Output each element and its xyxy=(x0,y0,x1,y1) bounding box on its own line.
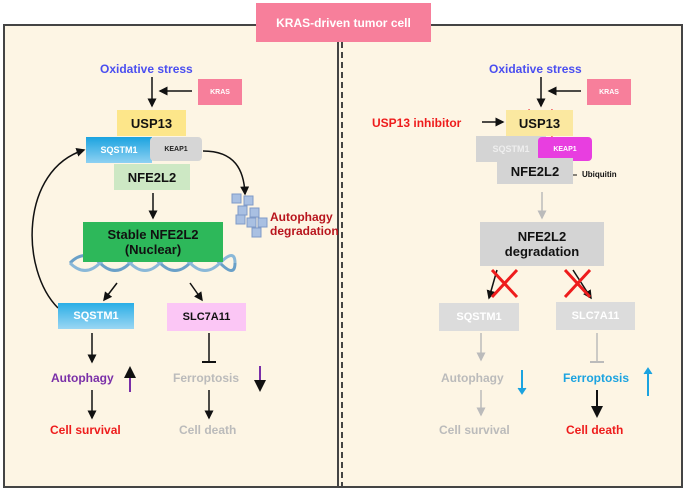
usp13-box: USP13 xyxy=(117,110,186,136)
autophagy-label: Autophagy xyxy=(51,371,114,385)
nfe2l2-box: NFE2L2 xyxy=(114,164,190,190)
keap1-box: KEAP1 xyxy=(150,137,202,161)
arrow xyxy=(202,150,250,196)
arrow xyxy=(189,282,203,302)
usp13-inhibitor-label: USP13 inhibitor xyxy=(372,116,462,130)
cell-death-label: Cell death xyxy=(566,423,624,437)
autophagy-blocks-icon xyxy=(231,193,268,238)
ferroptosis-label: Ferroptosis xyxy=(563,371,630,385)
slc7a11-box: SLC7A11 xyxy=(167,303,246,331)
cell-death-label: Cell death xyxy=(179,423,237,437)
nfe2l2-box: NFE2L2 xyxy=(497,158,573,184)
sqstm1-target-box: SQSTM1 xyxy=(439,303,519,331)
cell-survival-label: Cell survival xyxy=(50,423,121,437)
dna-helix-icon xyxy=(68,254,237,272)
oxidative-stress-label: Oxidative stress xyxy=(100,62,193,76)
nfe2l2-degradation-box: NFE2L2 degradation xyxy=(480,222,604,266)
stable-nfe2l2-box: Stable NFE2L2 (Nuclear) xyxy=(83,222,223,262)
degradation-label: degradation xyxy=(504,244,580,259)
autophagy-label: Autophagy xyxy=(441,371,504,385)
sqstm1-box: SQSTM1 xyxy=(86,137,152,163)
kras-box: KRAS xyxy=(198,79,242,105)
diagram-title: KRAS-driven tumor cell xyxy=(256,3,431,42)
usp13-box: USP13 xyxy=(506,110,573,136)
sqstm1-box: SQSTM1 xyxy=(476,136,546,162)
panel-divider xyxy=(341,42,343,488)
stable-nfe2l2-label: Stable NFE2L2 xyxy=(107,227,199,242)
arrow xyxy=(103,282,118,302)
block-x-icon xyxy=(490,268,519,299)
feedback-arrow xyxy=(31,147,86,309)
sqstm1-target-box: SQSTM1 xyxy=(58,303,134,329)
slc7a11-box: SLC7A11 xyxy=(556,302,635,330)
oxidative-stress-label: Oxidative stress xyxy=(489,62,582,76)
block-x-icon xyxy=(563,268,592,299)
cell-survival-label: Cell survival xyxy=(439,423,510,437)
ferroptosis-label: Ferroptosis xyxy=(173,371,240,385)
keap1-box: KEAP1 xyxy=(538,137,592,161)
nfe2l2-label: NFE2L2 xyxy=(517,229,567,244)
nuclear-label: (Nuclear) xyxy=(124,242,182,257)
kras-box: KRAS xyxy=(587,79,631,105)
ubiquitin-label: Ubiquitin xyxy=(582,170,617,179)
